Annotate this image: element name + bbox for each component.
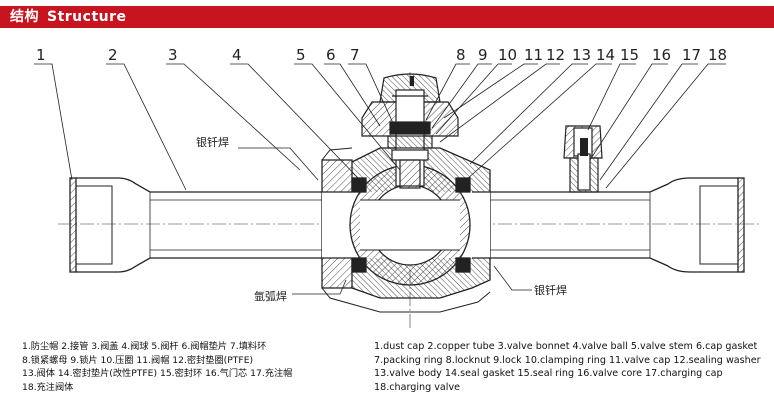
callout-16: 16 xyxy=(652,46,671,64)
ball-valve-section-drawing: 1 2 3 4 5 6 7 8 9 10 11 12 13 14 15 16 1… xyxy=(34,46,760,330)
callout-12: 12 xyxy=(546,46,565,64)
callout-3: 3 xyxy=(168,46,178,64)
callout-7: 7 xyxy=(350,46,360,64)
valve-core xyxy=(577,153,591,191)
label-argon-arc-weld: 氩弧焊 xyxy=(254,289,287,303)
callout-6: 6 xyxy=(326,46,336,64)
valve-stem-assembly xyxy=(361,73,459,189)
callout-14: 14 xyxy=(596,46,615,64)
legend-cn-line: 8.锁紧螺母 9.锁片 10.压圈 11.阀帽 12.密封垫圈(PTFE) xyxy=(22,354,254,366)
callout-8: 8 xyxy=(456,46,466,64)
weld-annotations xyxy=(238,147,532,295)
callout-4: 4 xyxy=(232,46,242,64)
callout-10: 10 xyxy=(498,46,517,64)
valve-cap-top xyxy=(379,73,441,103)
legend-en-line: 13.valve body 14.seal gasket 15.seal rin… xyxy=(374,368,723,380)
callout-2: 2 xyxy=(108,46,118,64)
right-pipe xyxy=(490,177,745,273)
callout-9: 9 xyxy=(478,46,488,64)
callout-17: 17 xyxy=(682,46,701,64)
right-dust-cap xyxy=(737,177,745,273)
legend-cn-line: 13.阀体 14.密封垫片(改性PTFE) 15.密封环 16.气门芯 17.充… xyxy=(22,368,293,380)
header-title-cn: 结构 xyxy=(10,9,39,25)
section-header: 结构 Structure xyxy=(0,0,774,28)
callout-numbers: 1 2 3 4 5 6 7 8 9 10 11 12 13 14 15 16 1… xyxy=(36,46,727,64)
seal-gasket-right xyxy=(455,177,471,193)
callout-1: 1 xyxy=(36,46,46,64)
label-silver-solder-right: 银钎焊 xyxy=(534,283,567,297)
legend-english: 1.dust cap 2.copper tube 3.valve bonnet … xyxy=(374,340,761,394)
header-bar xyxy=(0,6,774,28)
left-pipe xyxy=(69,177,322,273)
legend-chinese: 1.防尘帽 2.接管 3.阀盖 4.阀球 5.阀杆 6.阀帽垫片 7.填料环 8… xyxy=(22,340,292,394)
legend-en-line: 7.packing ring 8.locknut 9.lock 10.clamp… xyxy=(374,354,761,366)
charging-valve xyxy=(563,125,603,193)
callout-15: 15 xyxy=(620,46,639,64)
legend-cn-line: 18.充注阀体 xyxy=(22,381,74,393)
legend-cn-line: 1.防尘帽 2.接管 3.阀盖 4.阀球 5.阀杆 6.阀帽垫片 7.填料环 xyxy=(22,341,267,352)
label-silver-solder-top: 银钎焊 xyxy=(196,135,229,149)
left-dust-cap xyxy=(69,177,77,273)
valve-body xyxy=(321,147,491,313)
callout-13: 13 xyxy=(572,46,591,64)
leader-lines xyxy=(34,63,726,191)
header-title-en: Structure xyxy=(47,9,127,25)
legend-en-line: 1.dust cap 2.copper tube 3.valve bonnet … xyxy=(374,341,758,352)
seal-gasket-left xyxy=(351,177,367,193)
callout-18: 18 xyxy=(708,46,727,64)
callout-11: 11 xyxy=(524,46,543,64)
header-title: 结构 Structure xyxy=(10,8,127,26)
callout-5: 5 xyxy=(296,46,306,64)
legend-en-line: 18.charging valve xyxy=(374,381,461,393)
